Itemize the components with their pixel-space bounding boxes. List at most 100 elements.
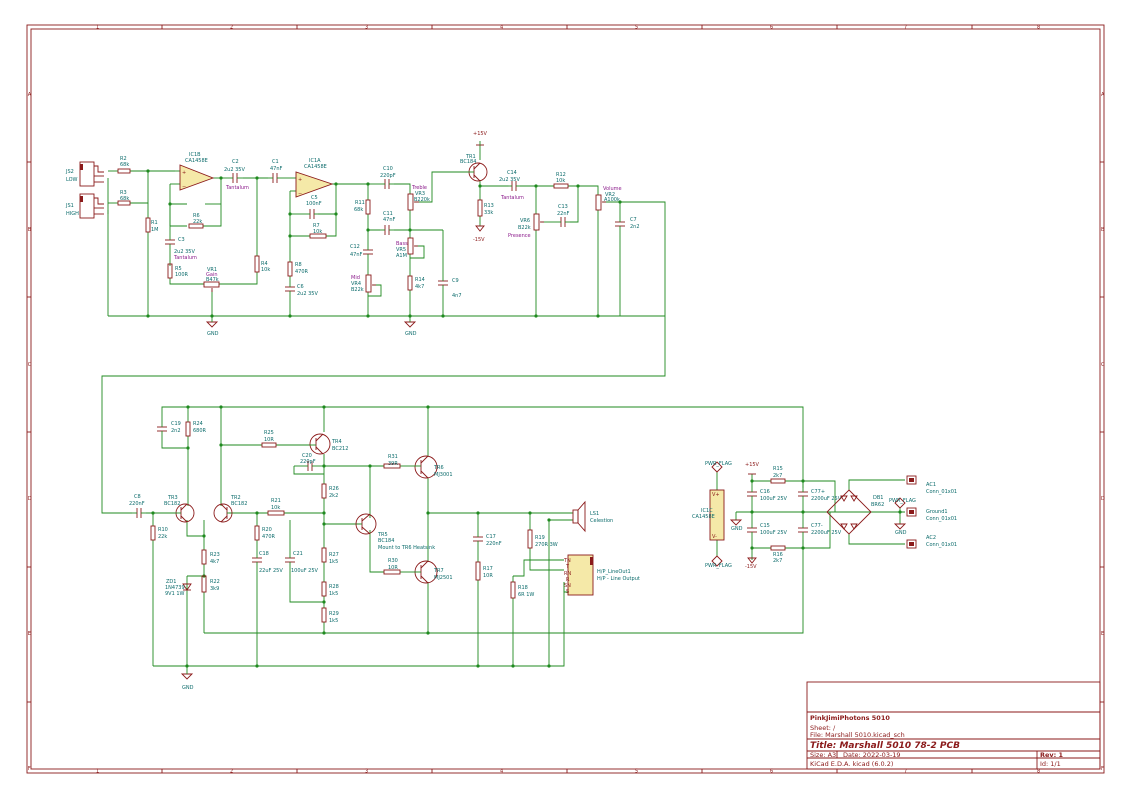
svg-text:4k7: 4k7 — [415, 284, 424, 290]
capacitor-c13: C13 22nF — [556, 204, 570, 227]
svg-text:T: T — [565, 564, 570, 570]
row-label: C — [28, 362, 32, 368]
svg-text:AC2: AC2 — [926, 535, 936, 541]
svg-text:2u2 35V: 2u2 35V — [174, 249, 195, 255]
pot-vr2: Volume VR2 A100k — [595, 186, 622, 211]
svg-text:C1: C1 — [272, 159, 279, 165]
svg-text:A1M: A1M — [396, 253, 407, 259]
svg-text:BR62: BR62 — [871, 502, 884, 508]
svg-text:C18: C18 — [259, 551, 269, 557]
jack-js1: JS1 HIGH — [65, 193, 104, 219]
svg-text:+15V: +15V — [745, 462, 760, 468]
col-label: 5 — [635, 769, 638, 775]
svg-text:S: S — [566, 589, 569, 595]
capacitor-c9: C9 4n7 — [438, 276, 462, 299]
svg-text:CA1458E: CA1458E — [692, 514, 715, 520]
capacitor-c5: C5 100nF — [306, 195, 322, 219]
supply-minus15: -15V — [473, 225, 485, 243]
svg-text:1k5: 1k5 — [329, 559, 338, 565]
svg-text:68k: 68k — [120, 196, 129, 202]
pwr-flag: PWR_FLAG — [705, 555, 732, 569]
svg-text:C2: C2 — [232, 159, 239, 165]
row-label: B — [28, 227, 32, 233]
svg-text:3k9: 3k9 — [210, 586, 219, 592]
svg-text:Treble: Treble — [411, 185, 427, 191]
svg-text:10R: 10R — [388, 565, 398, 571]
row-label: A — [28, 92, 32, 98]
junctions — [146, 169, 902, 668]
svg-text:Gain: Gain — [206, 272, 218, 278]
svg-text:100uF 25V: 100uF 25V — [760, 530, 788, 536]
svg-text:100uF 25V: 100uF 25V — [291, 568, 319, 574]
title-sheet: Sheet: / — [810, 724, 836, 732]
svg-text:BC184: BC184 — [460, 159, 476, 165]
poweramp-wires — [146, 406, 804, 667]
pwr-flag: PWR_FLAG — [889, 497, 916, 509]
svg-text:C3: C3 — [178, 237, 185, 243]
svg-text:6R 1W: 6R 1W — [518, 592, 534, 598]
svg-text:BC212: BC212 — [332, 446, 348, 452]
svg-text:C13: C13 — [558, 204, 568, 210]
svg-text:220nF: 220nF — [129, 501, 145, 507]
jack-js2: JS2 LOW — [65, 161, 104, 187]
svg-text:GND: GND — [895, 530, 907, 536]
svg-text:CA1458E: CA1458E — [304, 164, 327, 170]
svg-text:R: R — [566, 577, 570, 583]
svg-text:R4: R4 — [261, 261, 268, 267]
svg-text:470R: 470R — [295, 269, 309, 275]
svg-text:2200uF 25V: 2200uF 25V — [811, 530, 842, 536]
svg-text:100nF: 100nF — [306, 201, 322, 207]
capacitor-c11: C11 47nF — [380, 211, 396, 235]
capacitor-c77minus: C77- 2200uF 25V — [798, 523, 842, 536]
svg-text:R31: R31 — [388, 454, 398, 460]
transistor-tr6: TR6 MJ3001 — [414, 455, 453, 479]
capacitor-c17: C17 220nF — [473, 530, 502, 548]
svg-text:Tantalum: Tantalum — [225, 185, 249, 191]
capacitor-c18: C18 22uF 25V — [252, 551, 283, 574]
svg-text:R26: R26 — [329, 486, 339, 492]
svg-text:39R: 39R — [388, 461, 398, 467]
svg-text:R15: R15 — [773, 466, 783, 472]
svg-text:R14: R14 — [415, 277, 425, 283]
col-label: 3 — [365, 25, 368, 31]
capacitor-c21: C21 100uF 25V — [285, 551, 319, 574]
svg-text:2u2 35V: 2u2 35V — [499, 177, 520, 183]
svg-text:2200uF 25V: 2200uF 25V — [811, 496, 842, 502]
svg-text:22uF 25V: 22uF 25V — [259, 568, 283, 574]
svg-text:R10: R10 — [158, 527, 168, 533]
svg-text:R6: R6 — [193, 213, 200, 219]
svg-text:220nF: 220nF — [486, 541, 502, 547]
svg-text:680R: 680R — [193, 428, 207, 434]
opamp-ic1b: +− IC1B CA1458E — [179, 152, 215, 191]
col-label: 4 — [500, 25, 503, 31]
connector-ground1: Ground1 Conn_01x01 — [906, 507, 957, 522]
svg-text:C16: C16 — [760, 489, 770, 495]
transistor-tr4: TR4 BC212 — [309, 433, 348, 455]
row-label: D — [28, 496, 32, 502]
svg-text:C7: C7 — [630, 217, 637, 223]
col-label: 8 — [1037, 769, 1040, 775]
svg-text:10k: 10k — [261, 267, 270, 273]
title-size: Size: A3 — [810, 751, 836, 759]
svg-text:V+: V+ — [712, 492, 720, 498]
svg-text:R13: R13 — [484, 203, 494, 209]
svg-text:68k: 68k — [354, 207, 363, 213]
svg-text:1k5: 1k5 — [329, 591, 338, 597]
svg-text:IC1B: IC1B — [189, 152, 201, 158]
supply-plus15: +15V — [745, 462, 760, 475]
speaker-ls1: LS1 Celestion — [572, 500, 613, 533]
svg-text:-15V: -15V — [473, 237, 485, 243]
svg-text:22k: 22k — [158, 534, 167, 540]
svg-text:VR1: VR1 — [207, 267, 217, 273]
svg-text:Mid: Mid — [351, 275, 360, 281]
svg-text:R20: R20 — [262, 527, 272, 533]
svg-text:2k7: 2k7 — [773, 558, 782, 564]
